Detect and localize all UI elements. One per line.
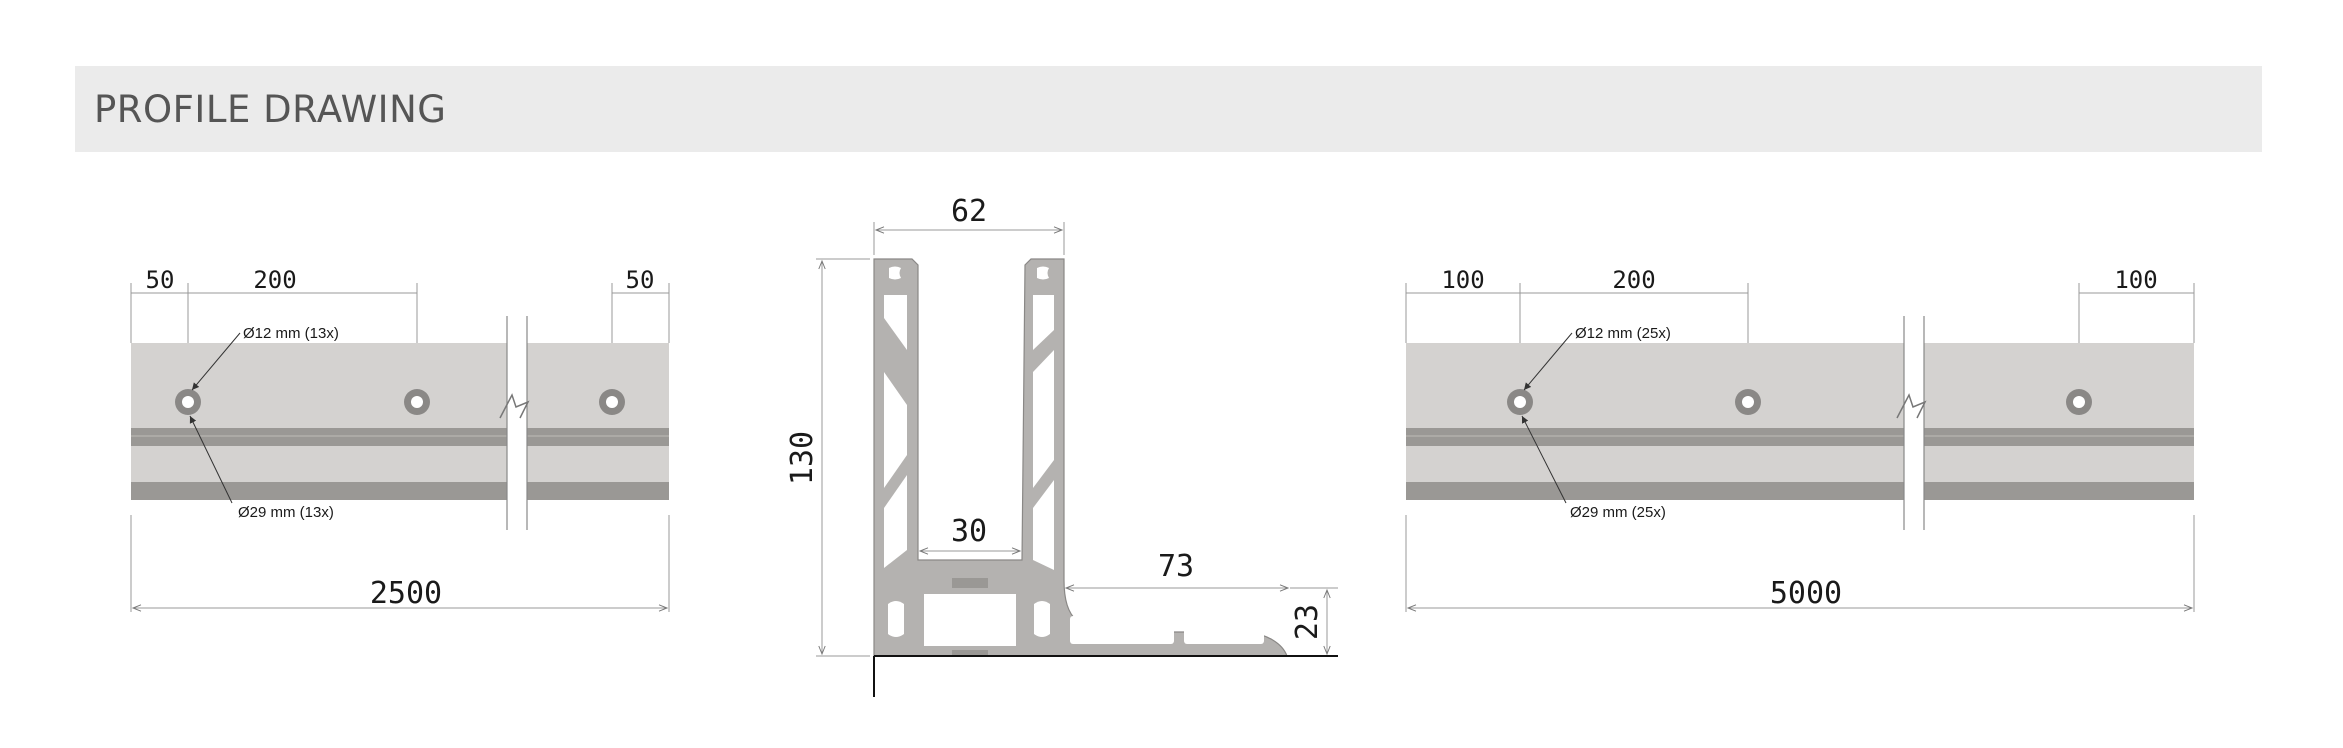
- section-foot-dim: 73: [1158, 549, 1194, 584]
- right-rail-body-a: [1406, 343, 1904, 500]
- right-break-symbol: [1896, 393, 1927, 419]
- section-foot-height-dim: 23: [1290, 604, 1325, 640]
- left-rail-groove-bot-b: [527, 482, 669, 500]
- left-large-hole-note: Ø29 mm (13x): [238, 504, 334, 521]
- right-spacing-dim: 200: [1612, 266, 1655, 294]
- left-break-symbol: [499, 393, 530, 419]
- left-total-dim: 2500: [370, 576, 442, 611]
- hole: [404, 389, 430, 415]
- left-end-dim: 50: [146, 266, 175, 294]
- left-rail-body-a: [131, 343, 507, 500]
- right-rail-groove-bot-a: [1406, 482, 1904, 500]
- section-channel-dim: 30: [951, 514, 987, 549]
- right-large-hole-note: Ø29 mm (25x): [1570, 504, 1666, 521]
- hole: [1507, 389, 1533, 415]
- left-rail-body-b: [527, 343, 669, 500]
- left-rail-elevation: 50 200 50 2500 Ø12 mm (13x) Ø29 mm (13x): [130, 266, 670, 612]
- left-small-hole-note: Ø12 mm (13x): [243, 325, 339, 342]
- right-left-end-dim: 100: [1441, 266, 1484, 294]
- hole: [599, 389, 625, 415]
- right-rail-groove-top-a: [1406, 428, 1904, 446]
- right-rail-groove-top-b: [1924, 428, 2194, 446]
- left-rail-groove-top-a: [131, 428, 507, 446]
- left-rail-groove-bot-a: [131, 482, 507, 500]
- right-total-dim: 5000: [1770, 576, 1842, 611]
- left-right-end-dim: 50: [626, 266, 655, 294]
- page-title: PROFILE DRAWING: [94, 88, 447, 131]
- hole: [2066, 389, 2092, 415]
- right-end-dim: 100: [2114, 266, 2157, 294]
- section-header: PROFILE DRAWING: [75, 66, 2262, 152]
- right-rail-elevation: 100 200 100 5000 Ø12 mm (25x) Ø29 mm (25…: [1405, 266, 2195, 612]
- hole: [175, 389, 201, 415]
- right-rail-groove-bot-b: [1924, 482, 2194, 500]
- hole: [1735, 389, 1761, 415]
- right-small-hole-note: Ø12 mm (25x): [1575, 325, 1671, 342]
- right-rail-body-b: [1924, 343, 2194, 500]
- section-height-dim: 130: [785, 431, 820, 485]
- section-width-dim: 62: [951, 194, 987, 229]
- profile-cross-section: 62 130 30 73 23: [785, 194, 1338, 697]
- left-rail-groove-top-b: [527, 428, 669, 446]
- left-spacing-dim: 200: [253, 266, 296, 294]
